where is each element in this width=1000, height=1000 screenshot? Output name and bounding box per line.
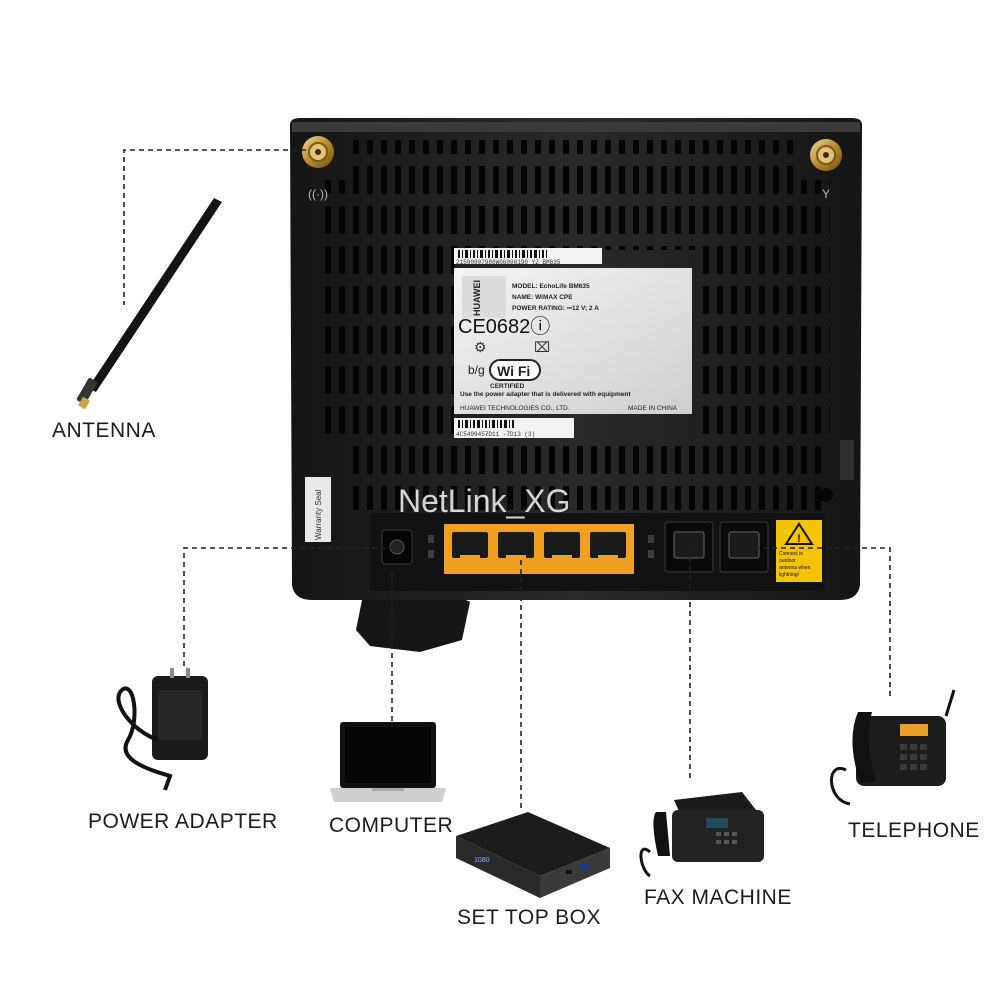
- set-top-box-icon: 1080: [456, 812, 610, 898]
- svg-text:antenna when: antenna when: [779, 565, 811, 571]
- computer-caption: COMPUTER: [329, 814, 454, 837]
- serial-number-bottom: 4C5499457D11 -7D13 (3): [456, 431, 535, 438]
- lan-ports: [444, 524, 634, 574]
- set-top-box-caption: SET TOP BOX: [457, 906, 602, 929]
- antenna-line: [123, 149, 306, 305]
- svg-text:((·)): ((·)): [308, 187, 328, 201]
- adapter-note: Use the power adapter that is delivered …: [460, 391, 631, 398]
- model-line: MODEL: EchoLife BM635: [512, 283, 590, 290]
- power-jack: [381, 529, 413, 565]
- fax-machine-icon: [639, 792, 764, 878]
- name-line: NAME: WiMAX CPE: [512, 294, 573, 301]
- serial-number-top: 21500807986W06000190 Y2 BM635: [456, 259, 561, 266]
- phone-ports: [664, 521, 769, 573]
- power-adapter-icon: [116, 668, 208, 791]
- power-adapter-caption: POWER ADAPTER: [88, 810, 278, 833]
- svg-text:b/g: b/g: [468, 363, 485, 377]
- laptop-icon: [330, 722, 446, 802]
- product-label: 21500807986W06000190 Y2 BM635 HUAWEI MOD…: [454, 248, 692, 438]
- made-in-text: MADE IN CHINA: [628, 405, 678, 412]
- svg-text:⌧: ⌧: [534, 339, 550, 355]
- antenna-icon: [76, 198, 222, 409]
- manufacturer-text: HUAWEI TECHNOLOGIES CO., LTD.: [460, 405, 570, 412]
- svg-text:1080: 1080: [474, 857, 490, 864]
- svg-text:lightning!: lightning!: [779, 572, 799, 578]
- connector-lines: [123, 149, 891, 812]
- telephone-caption: TELEPHONE: [848, 819, 980, 842]
- telephone-icon: [830, 689, 956, 806]
- telephone-line: [745, 547, 891, 700]
- svg-text:Connect to: Connect to: [779, 551, 803, 557]
- brand-logo-text: HUAWEI: [472, 280, 482, 316]
- svg-text:⚙: ⚙: [474, 339, 487, 355]
- svg-text:Wi Fi: Wi Fi: [497, 363, 530, 379]
- router: Warranty Seal ((·)) Y: [290, 118, 862, 652]
- power-rating-line: POWER RATING: ⎓12 V; 2 A: [512, 305, 599, 312]
- svg-text:Y: Y: [822, 187, 830, 201]
- watermark-text: NetLink_XG: [398, 483, 571, 519]
- wifi-logo: b/g Wi Fi: [468, 359, 541, 381]
- antenna-caption: ANTENNA: [52, 419, 156, 442]
- svg-text:!: !: [797, 533, 801, 545]
- warning-sticker: ! Connect to outdoor antenna when lightn…: [776, 520, 822, 582]
- certified-text: CERTIFIED: [490, 383, 525, 390]
- svg-text:outdoor: outdoor: [779, 558, 796, 564]
- power-line: [183, 547, 395, 668]
- warranty-seal-text: Warranty Seal: [314, 489, 323, 540]
- antenna-connector-left: [302, 136, 334, 168]
- antenna-connector-right: [810, 139, 842, 171]
- ce-mark: CE0682ⓘ: [458, 315, 550, 338]
- fax-machine-caption: FAX MACHINE: [644, 886, 792, 909]
